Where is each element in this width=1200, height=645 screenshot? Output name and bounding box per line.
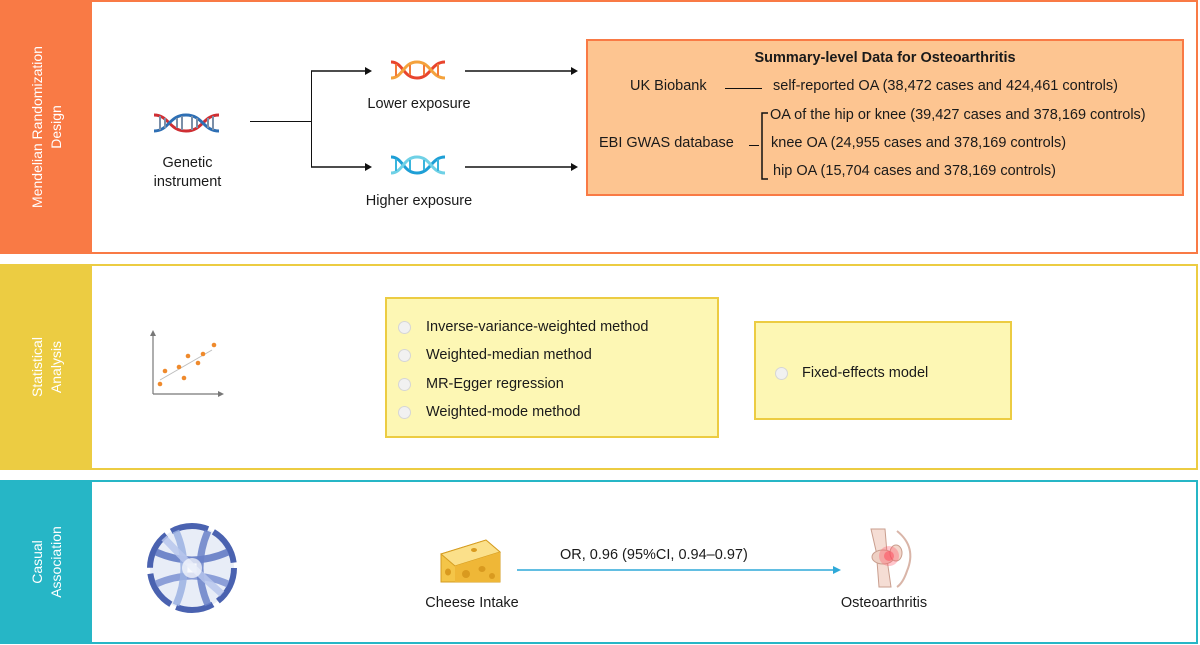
ebi-gwas-label: EBI GWAS database — [599, 135, 734, 151]
fixed-effects-model: Fixed-effects model — [802, 365, 929, 381]
ebi-item-hip-knee: OA of the hip or knee (39,427 cases and … — [770, 107, 1146, 123]
method-radio-mr-egger[interactable] — [398, 378, 411, 391]
osteoarthritis-label: Osteoarthritis — [840, 595, 928, 611]
association-arrow — [517, 566, 841, 574]
connector-split — [311, 71, 312, 167]
method-radio-weighted-median[interactable] — [398, 349, 411, 362]
method-ivw: Inverse-variance-weighted method — [426, 319, 649, 335]
mr-design-sidebar: Mendelian Randomization Design — [2, 2, 92, 252]
cheese-icon — [439, 539, 502, 583]
causal-association-label: Casual Association — [29, 526, 64, 598]
connector-stem — [250, 121, 312, 122]
knee-joint-icon — [870, 528, 912, 588]
causal-association-panel: Casual Association — [0, 480, 1198, 644]
summary-title: Summary-level Data for Osteoarthritis — [754, 50, 1016, 66]
model-radio-fixed-effects[interactable] — [775, 367, 788, 380]
uk-biobank-detail: self-reported OA (38,472 cases and 424,4… — [773, 78, 1118, 94]
scatter-plot-icon — [150, 330, 224, 397]
dna-lower-exposure-icon — [390, 60, 446, 80]
uk-biobank-label: UK Biobank — [630, 78, 707, 94]
mr-design-label: Mendelian Randomization Design — [29, 46, 64, 208]
mr-design-panel: Mendelian Randomization Design — [0, 0, 1198, 254]
arrow-higher-to-summary — [465, 163, 578, 171]
method-radio-ivw[interactable] — [398, 321, 411, 334]
arrow-lower-to-summary — [465, 67, 578, 75]
method-radio-weighted-mode[interactable] — [398, 406, 411, 419]
dna-higher-exposure-icon — [390, 155, 446, 175]
method-weighted-median: Weighted-median method — [426, 347, 592, 363]
arrow-to-lower — [311, 67, 372, 75]
cheese-intake-label: Cheese Intake — [425, 595, 519, 611]
dna-genetic-icon — [153, 113, 220, 133]
ebi-item-hip: hip OA (15,704 cases and 378,169 control… — [773, 163, 1056, 179]
genetic-instrument-label: Genetic instrument — [153, 155, 222, 190]
mr-methods-box — [385, 297, 719, 438]
ebi-bracket — [761, 112, 768, 180]
method-mr-egger: MR-Egger regression — [426, 376, 564, 392]
chord-diagram-icon — [147, 523, 237, 613]
ebi-item-knee: knee OA (24,955 cases and 378,169 contro… — [771, 135, 1067, 151]
odds-ratio-label: OR, 0.96 (95%CI, 0.94–0.97) — [560, 547, 748, 563]
ebi-dash — [749, 145, 759, 146]
method-weighted-mode: Weighted-mode method — [426, 404, 581, 420]
statistical-analysis-panel: Statistical Analysis — [0, 264, 1198, 470]
fixed-effects-box — [754, 321, 1012, 420]
summary-data-box — [586, 39, 1184, 196]
statistical-analysis-sidebar: Statistical Analysis — [2, 266, 92, 468]
statistical-analysis-label: Statistical Analysis — [28, 337, 64, 397]
higher-exposure-label: Higher exposure — [365, 193, 473, 209]
arrow-to-higher — [311, 163, 372, 171]
lower-exposure-label: Lower exposure — [367, 96, 471, 112]
causal-association-sidebar: Casual Association — [2, 482, 92, 642]
uk-biobank-dash — [725, 88, 762, 89]
